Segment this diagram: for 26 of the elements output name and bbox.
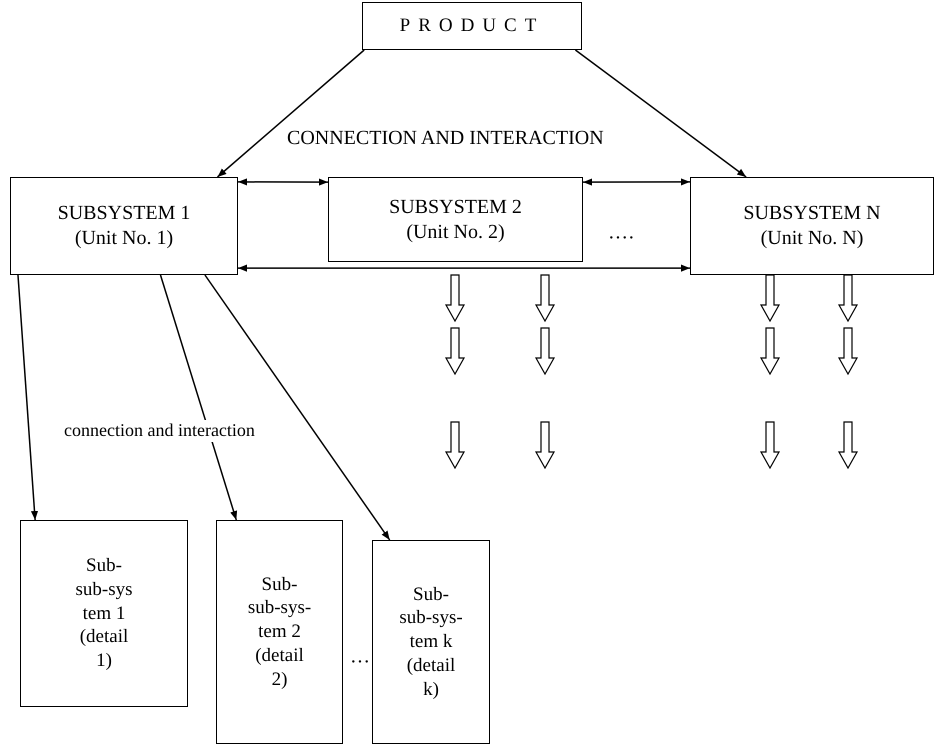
node-text: (Unit No. 1) xyxy=(74,226,174,251)
node-text: Sub- sub-sys- tem k (detail k) xyxy=(398,582,464,702)
node-text: SUBSYSTEM 2 xyxy=(389,194,522,220)
node-text: (Unit No. 2) xyxy=(406,220,505,244)
node-text: Sub- sub-sys tem 1 (detail 1) xyxy=(74,554,134,673)
arrow xyxy=(160,274,238,520)
process-box xyxy=(372,540,490,744)
process-box xyxy=(328,177,583,262)
process-box xyxy=(10,177,238,275)
arrow xyxy=(238,178,328,186)
arrow xyxy=(238,264,690,272)
arrow xyxy=(574,49,747,178)
process-box xyxy=(216,520,343,744)
node-text: SUBSYSTEM N xyxy=(743,201,881,226)
arrow xyxy=(583,178,690,186)
node-text: (Unit No. N) xyxy=(760,226,864,251)
annotation-text: connection and interaction xyxy=(62,420,257,442)
process-box xyxy=(690,177,934,275)
arrow xyxy=(204,274,390,540)
arrow xyxy=(17,274,38,520)
node-text: SUBSYSTEM 1 xyxy=(58,201,190,226)
node-text: Sub- sub-sys- tem 2 (detail 2) xyxy=(246,572,312,692)
process-box xyxy=(20,520,188,707)
process-box xyxy=(362,2,582,50)
node-text: PRODUCT xyxy=(400,14,544,38)
arrow xyxy=(216,49,365,178)
